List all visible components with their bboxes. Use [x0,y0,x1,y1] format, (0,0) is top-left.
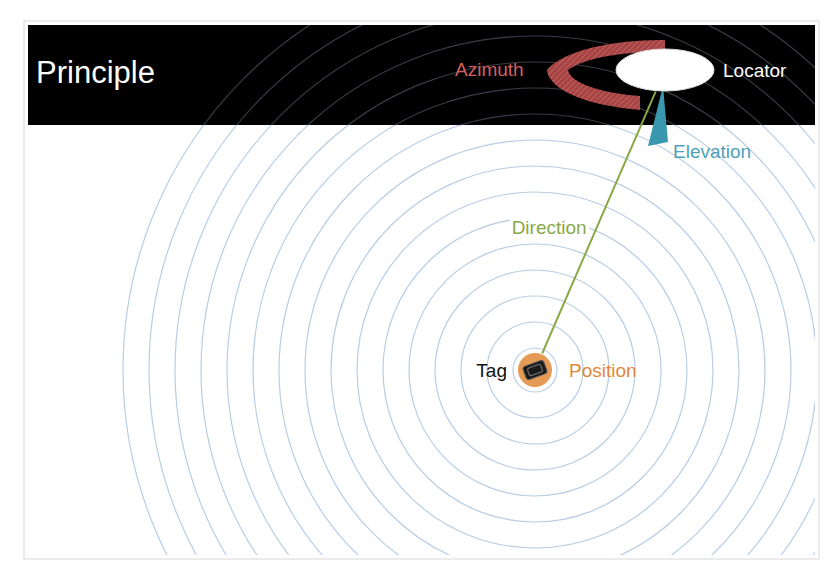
signal-ring [513,348,557,392]
band-veil [28,25,815,125]
signal-ring [383,218,687,522]
elevation-wedge [648,86,668,146]
signal-ring [331,166,739,555]
node-label: Tag [476,359,507,382]
tag-position: Tag [517,352,553,388]
signal-ring [279,114,791,555]
locator-ellipse: Locator [615,48,715,92]
header-band: Principle Locator [28,25,815,125]
signal-ring [409,244,661,496]
position-label: Position [569,360,637,382]
signal-ring [357,192,713,548]
azimuth-label: Azimuth [455,59,524,81]
node-label: Locator [723,59,786,82]
signal-ring [253,88,815,555]
frame [24,21,819,559]
locator-ellipse-shape [615,48,715,92]
band-title: Principle [36,55,155,90]
elevation-label: Elevation [673,141,751,163]
tag-device [522,360,547,381]
edge-label: Direction [510,217,589,239]
header-band [28,25,815,125]
signal-ring [227,62,815,555]
tag-position-shape [517,352,553,388]
signal-ring [305,140,765,555]
